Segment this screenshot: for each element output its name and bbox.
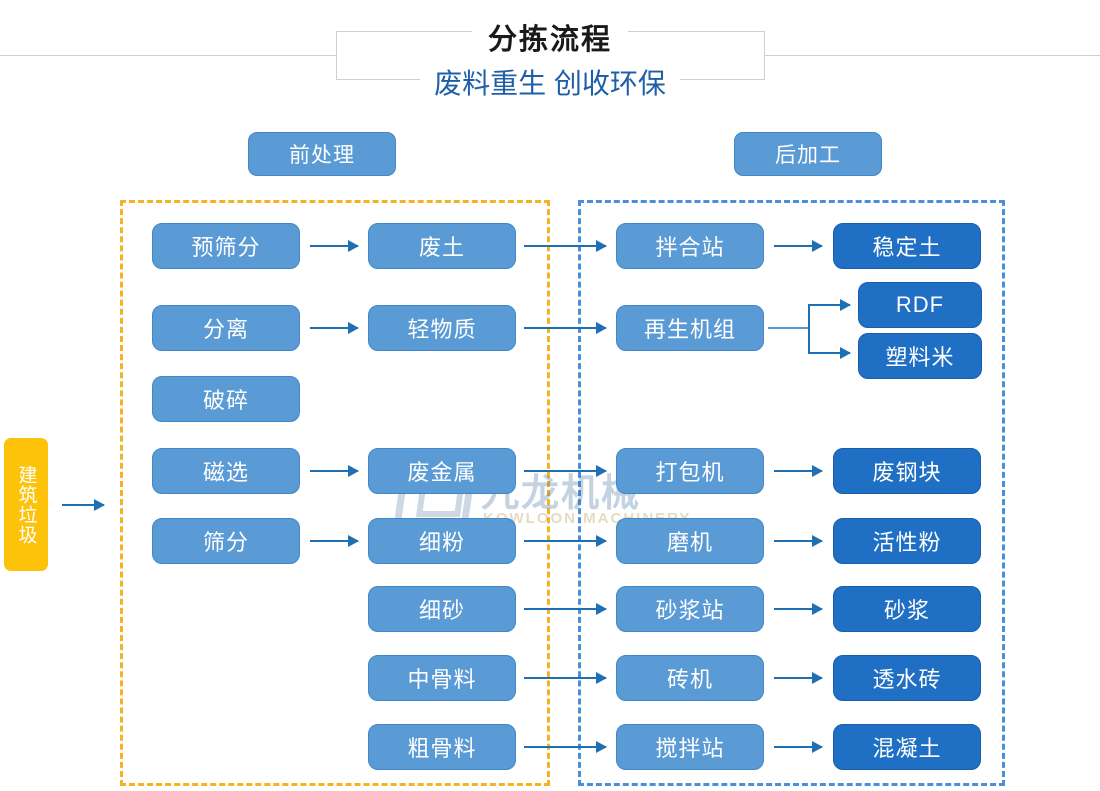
node-label: 废金属	[407, 460, 477, 485]
branch-stem-recyclingunit	[768, 327, 810, 329]
node-scrap-steel-block[interactable]: 废钢块	[833, 448, 981, 494]
node-label: 磨机	[666, 530, 713, 555]
node-label: 粗骨料	[407, 736, 477, 761]
node-magnetic-separation[interactable]: 磁选	[152, 448, 300, 494]
node-stabilized-soil[interactable]: 稳定土	[833, 223, 981, 269]
node-label: 分离	[202, 317, 249, 342]
node-label: 细粉	[418, 530, 465, 555]
section-header-postprocessing[interactable]: 后加工	[734, 132, 882, 176]
node-fine-sand[interactable]: 细砂	[368, 586, 516, 632]
arrow-mortarstation-to-mortar	[774, 603, 823, 615]
node-scrap-metal[interactable]: 废金属	[368, 448, 516, 494]
node-sieving[interactable]: 筛分	[152, 518, 300, 564]
branch-riser-recyclingunit	[808, 304, 810, 352]
title-rule-right	[765, 55, 1100, 56]
node-crushing[interactable]: 破碎	[152, 376, 300, 422]
node-permeable-brick[interactable]: 透水砖	[833, 655, 981, 701]
node-plastic-pellets[interactable]: 塑料米	[858, 333, 982, 379]
node-label: RDF	[895, 292, 945, 317]
node-concrete[interactable]: 混凝土	[833, 724, 981, 770]
node-label: 塑料米	[885, 345, 955, 370]
node-label: 透水砖	[872, 667, 942, 692]
node-light-material[interactable]: 轻物质	[368, 305, 516, 351]
page-subtitle-text: 废料重生 创收环保	[420, 68, 680, 99]
arrow-separation-to-lightmaterial	[310, 322, 359, 334]
node-label: 筛分	[202, 530, 249, 555]
node-label: 砂浆站	[655, 598, 725, 623]
node-label: 细砂	[418, 598, 465, 623]
node-label: 搅拌站	[655, 736, 725, 761]
arrow-sieving-to-finepowder	[310, 535, 359, 547]
arrow-finepowder-to-grinder	[524, 535, 607, 547]
node-label: 预筛分	[191, 235, 261, 260]
node-coarse-aggregate[interactable]: 粗骨料	[368, 724, 516, 770]
node-label: 废土	[418, 235, 465, 260]
arrow-coarseaggregate-to-batchingplant	[524, 741, 607, 753]
node-label: 轻物质	[407, 317, 477, 342]
arrow-source-to-preprocessing	[62, 499, 105, 511]
page-subtitle: 废料重生 创收环保	[0, 62, 1100, 102]
node-brick-machine[interactable]: 砖机	[616, 655, 764, 701]
node-label: 中骨料	[407, 667, 477, 692]
node-active-powder[interactable]: 活性粉	[833, 518, 981, 564]
node-label: 拌合站	[655, 235, 725, 260]
node-mixing-station[interactable]: 拌合站	[616, 223, 764, 269]
node-label: 再生机组	[643, 317, 736, 342]
node-label: 活性粉	[872, 530, 942, 555]
page-title: 分拣流程	[0, 16, 1100, 58]
node-rdf[interactable]: RDF	[858, 282, 982, 328]
page-title-text: 分拣流程	[471, 24, 628, 56]
node-mortar-station[interactable]: 砂浆站	[616, 586, 764, 632]
arrow-prescreen-to-wastesoil	[310, 240, 359, 252]
arrow-magnetic-to-scrapmetal	[310, 465, 359, 477]
zone-preprocessing	[120, 200, 550, 786]
arrow-grinder-to-activepowder	[774, 535, 823, 547]
node-label: 砂浆	[883, 598, 930, 623]
node-concrete-batching-plant[interactable]: 搅拌站	[616, 724, 764, 770]
node-recycling-unit[interactable]: 再生机组	[616, 305, 764, 351]
arrow-batchingplant-to-concrete	[774, 741, 823, 753]
arrow-recyclingunit-to-plasticpellets	[808, 347, 851, 359]
node-separation[interactable]: 分离	[152, 305, 300, 351]
zone-postprocessing	[578, 200, 1005, 786]
section-header-postprocessing-label: 后加工	[775, 144, 841, 167]
node-fine-powder[interactable]: 细粉	[368, 518, 516, 564]
node-grinder[interactable]: 磨机	[616, 518, 764, 564]
arrow-mixingstation-to-stabilizedsoil	[774, 240, 823, 252]
arrow-finesand-to-mortarstation	[524, 603, 607, 615]
node-label: 砖机	[666, 667, 713, 692]
node-baler[interactable]: 打包机	[616, 448, 764, 494]
arrow-baler-to-scrapsteel	[774, 465, 823, 477]
node-waste-soil[interactable]: 废土	[368, 223, 516, 269]
arrow-brickmachine-to-permeablebrick	[774, 672, 823, 684]
arrow-scrapmetal-to-baler	[524, 465, 607, 477]
node-label: 废钢块	[872, 460, 942, 485]
arrow-recyclingunit-to-rdf	[808, 299, 851, 311]
arrow-wastesoil-to-mixingstation	[524, 240, 607, 252]
section-header-preprocessing[interactable]: 前处理	[248, 132, 396, 176]
node-label: 磁选	[202, 460, 249, 485]
arrow-lightmaterial-to-recyclingunit	[524, 322, 607, 334]
source-node-label: 建筑垃圾	[15, 464, 37, 545]
node-pre-screening[interactable]: 预筛分	[152, 223, 300, 269]
node-label: 破碎	[202, 388, 249, 413]
node-label: 混凝土	[872, 736, 942, 761]
node-label: 打包机	[655, 460, 725, 485]
title-rule-left	[0, 55, 336, 56]
node-medium-aggregate[interactable]: 中骨料	[368, 655, 516, 701]
node-label: 稳定土	[872, 235, 942, 260]
source-node-construction-waste[interactable]: 建筑垃圾	[4, 438, 48, 571]
arrow-mediumaggregate-to-brickmachine	[524, 672, 607, 684]
node-mortar[interactable]: 砂浆	[833, 586, 981, 632]
section-header-preprocessing-label: 前处理	[289, 144, 355, 167]
